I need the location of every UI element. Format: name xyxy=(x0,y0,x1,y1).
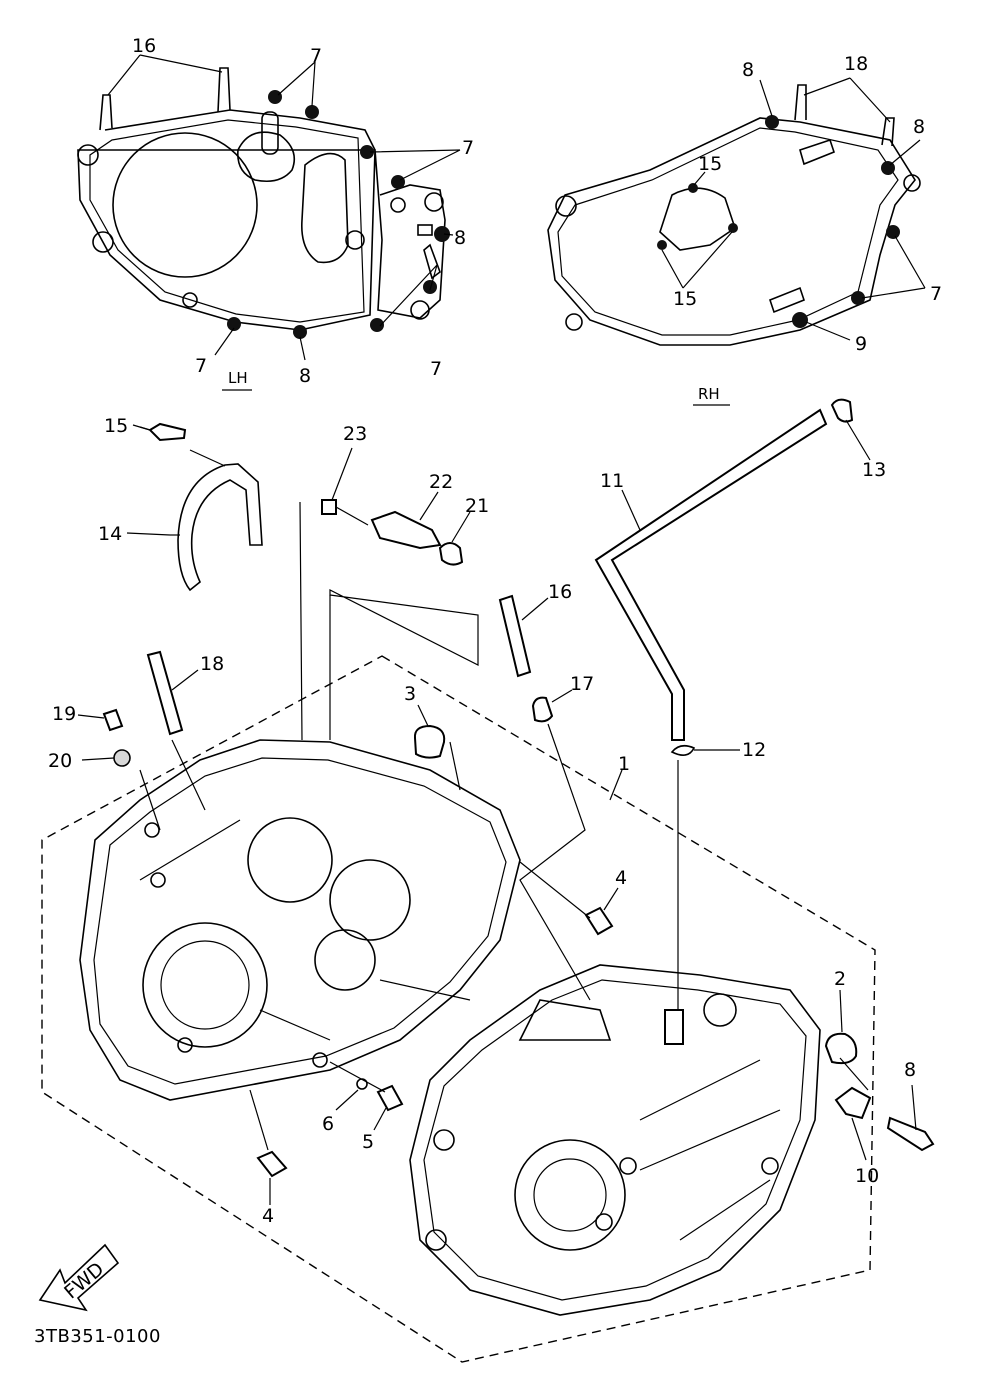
callout-8c: 8 xyxy=(742,59,754,81)
callout-9: 9 xyxy=(855,333,867,355)
bush-3 xyxy=(413,724,446,759)
callout-8a: 8 xyxy=(454,227,466,249)
callout-11: 11 xyxy=(600,470,624,492)
left-crankcase-half xyxy=(79,739,521,1101)
oring-6 xyxy=(356,1078,368,1090)
callout-18a: 18 xyxy=(844,53,868,75)
callout-2: 2 xyxy=(834,968,846,990)
rh-crankcase-gasket xyxy=(547,77,926,346)
callout-14: 14 xyxy=(98,523,122,545)
callout-21: 21 xyxy=(465,495,489,517)
callout-20: 20 xyxy=(48,750,72,772)
dowel-4-lower xyxy=(256,1150,288,1178)
callout-19: 19 xyxy=(52,703,76,725)
callout-4b: 4 xyxy=(262,1205,274,1227)
diagram-code: 3TB351-0100 xyxy=(34,1326,161,1347)
callout-7d: 7 xyxy=(430,358,442,380)
callout-12: 12 xyxy=(742,739,766,761)
callout-8e: 8 xyxy=(904,1059,916,1081)
callout-15a: 15 xyxy=(698,153,722,175)
hose-11 xyxy=(594,408,828,741)
clamp-10 xyxy=(834,1086,872,1120)
callout-22: 22 xyxy=(429,471,453,493)
stud-16 xyxy=(498,594,532,678)
callout-17: 17 xyxy=(570,673,594,695)
bolt-8 xyxy=(886,1116,935,1152)
clip-13 xyxy=(830,398,854,423)
callout-5: 5 xyxy=(362,1131,374,1153)
callout-7b: 7 xyxy=(462,137,474,159)
callout-3: 3 xyxy=(404,683,416,705)
stud-18 xyxy=(146,650,184,736)
washer-20 xyxy=(113,749,131,767)
callout-16b: 16 xyxy=(548,581,572,603)
rh-label: RH xyxy=(698,385,720,403)
lh-label: LH xyxy=(228,369,248,387)
callout-leaders xyxy=(77,419,917,1205)
callout-10: 10 xyxy=(855,1165,879,1187)
callout-16a: 16 xyxy=(132,35,156,57)
collar-17 xyxy=(531,696,554,723)
right-crankcase-half xyxy=(409,964,821,1316)
callout-7c: 7 xyxy=(195,355,207,377)
clip-12 xyxy=(670,744,696,756)
dowel-4-upper xyxy=(584,906,614,936)
callout-6: 6 xyxy=(322,1113,334,1135)
callout-1: 1 xyxy=(618,753,630,775)
callout-8b: 8 xyxy=(299,365,311,387)
assembly-dashed-outline xyxy=(41,501,876,1363)
callout-7a: 7 xyxy=(310,45,322,67)
callout-8d: 8 xyxy=(913,116,925,138)
breather-23-22-21 xyxy=(321,499,479,666)
lh-crankcase-gasket xyxy=(77,54,461,361)
bracket-14-and-screw-15 xyxy=(139,422,263,592)
callout-13: 13 xyxy=(862,459,886,481)
callout-15c: 15 xyxy=(104,415,128,437)
dowel-19 xyxy=(102,708,124,732)
callout-15b: 15 xyxy=(673,288,697,310)
fwd-arrow-icon: FWD xyxy=(38,1243,120,1312)
callout-4a: 4 xyxy=(615,867,627,889)
callout-18b: 18 xyxy=(200,653,224,675)
callout-7e: 7 xyxy=(930,283,942,305)
callout-23: 23 xyxy=(343,423,367,445)
